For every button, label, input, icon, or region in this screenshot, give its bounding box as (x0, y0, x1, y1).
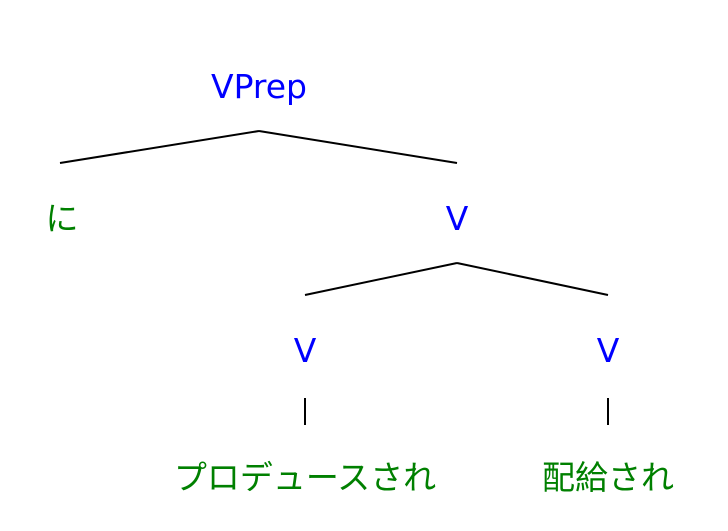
edge-vprep-to-v (258, 130, 458, 164)
leaf-haikyuu-sare: 配給され (542, 458, 674, 497)
leaf-produce-sare: プロデュースされ (174, 458, 436, 497)
edge-v-to-right-v (456, 262, 609, 296)
edge-v-to-left-v (304, 262, 458, 296)
node-v-mid: V (446, 199, 469, 238)
leaf-ni: に (46, 199, 79, 238)
node-vprep: VPrep (211, 67, 307, 106)
node-v-left: V (294, 331, 317, 370)
edge-vprep-to-ni (59, 130, 260, 164)
node-v-right: V (597, 331, 620, 370)
tree-edges (59, 130, 609, 425)
